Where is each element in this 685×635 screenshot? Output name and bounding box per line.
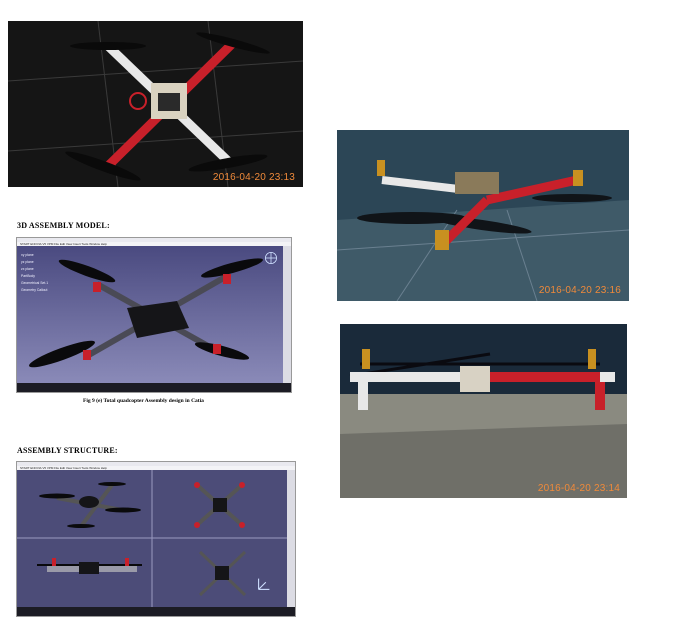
tree-item[interactable]: xy plane bbox=[21, 253, 34, 257]
photo-top-view: 2016-04-20 23:13 bbox=[8, 21, 303, 187]
photo-timestamp: 2016-04-20 23:16 bbox=[538, 285, 621, 296]
tree-item[interactable]: zx plane bbox=[21, 267, 34, 271]
cad-model-window: START ENOVIA V5 VPM File Edit View Inser… bbox=[16, 237, 292, 393]
photo-side-view-2: 2016-04-20 23:14 bbox=[340, 324, 627, 498]
compass-icon[interactable] bbox=[263, 250, 279, 266]
window-titlebar bbox=[17, 238, 291, 242]
taskbar[interactable] bbox=[17, 383, 291, 392]
right-toolbar[interactable] bbox=[283, 246, 291, 383]
section-heading-assembly-model: 3D ASSEMBLY MODEL: bbox=[17, 221, 110, 230]
spec-tree: xy plane yz plane zx plane PartBody Geom… bbox=[21, 252, 48, 294]
tree-item[interactable]: Geometry Callout bbox=[21, 288, 48, 292]
taskbar[interactable] bbox=[17, 607, 295, 616]
cad-structure-window: START ENOVIA V5 VPM File Edit View Inser… bbox=[16, 461, 296, 617]
window-titlebar bbox=[17, 462, 295, 466]
window-menubar: START ENOVIA V5 VPM File Edit View Inser… bbox=[17, 242, 291, 246]
tree-item[interactable]: yz plane bbox=[21, 260, 34, 264]
photo-timestamp: 2016-04-20 23:13 bbox=[212, 172, 295, 183]
section-heading-assembly-structure: ASSEMBLY STRUCTURE: bbox=[17, 446, 118, 455]
photo-side-view-1: 2016-04-20 23:16 bbox=[337, 130, 629, 301]
window-menubar: START ENOVIA V5 VPM File Edit View Inser… bbox=[17, 466, 295, 470]
photo-timestamp: 2016-04-20 23:14 bbox=[537, 483, 620, 494]
axis-triad-icon[interactable] bbox=[255, 575, 273, 593]
right-toolbar[interactable] bbox=[287, 470, 295, 607]
tree-item[interactable]: Geometrical Set.1 bbox=[21, 281, 49, 285]
figure-caption: Fig 9 (e) Total quadcopter Assembly desi… bbox=[83, 398, 204, 404]
tree-item[interactable]: PartBody bbox=[21, 274, 35, 278]
cad-viewport[interactable] bbox=[17, 470, 287, 607]
cad-viewport[interactable]: xy plane yz plane zx plane PartBody Geom… bbox=[17, 246, 283, 383]
